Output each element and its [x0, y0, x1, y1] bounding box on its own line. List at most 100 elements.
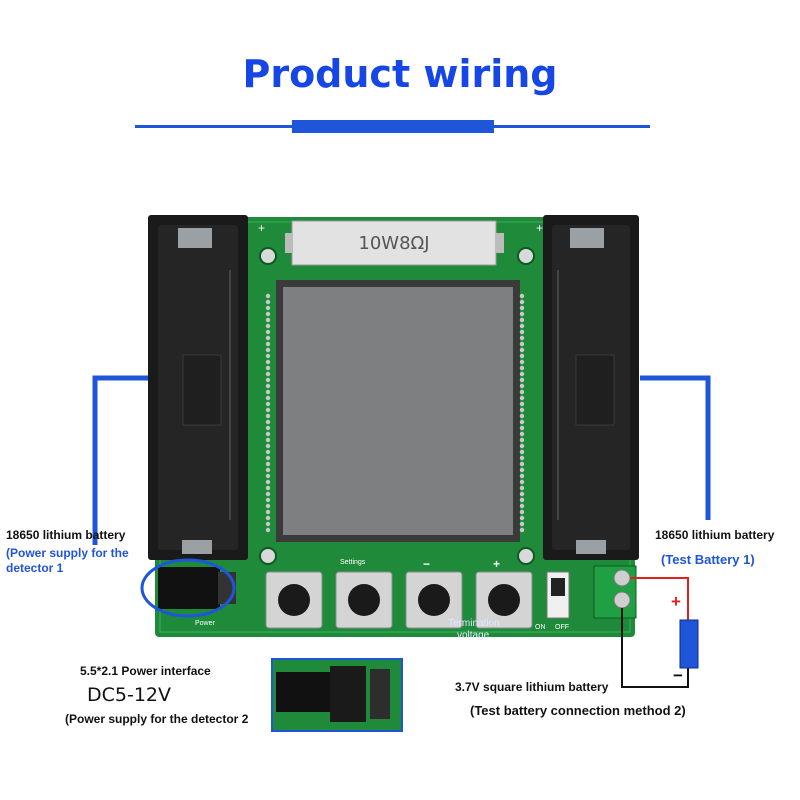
left-connector-line	[92, 375, 155, 545]
lcd-pin	[519, 491, 525, 497]
lcd-pin	[519, 353, 525, 359]
lcd-pin	[265, 299, 271, 305]
terminal-block	[593, 565, 637, 619]
lcd-pin	[519, 473, 525, 479]
lcd-pin	[265, 497, 271, 503]
polarity-minus: −	[673, 666, 683, 685]
lcd-pins	[265, 293, 525, 533]
power-resistor	[285, 220, 504, 266]
lcd-pin	[519, 293, 525, 299]
lcd-pin	[519, 515, 525, 521]
voltage-range-label: DC5-12V	[87, 684, 172, 706]
right-battery-sublabel: (Test Battery 1)	[661, 552, 755, 567]
lcd-pin	[519, 383, 525, 389]
lcd-pin	[265, 431, 271, 437]
lcd-pin	[519, 347, 525, 353]
svg-text:+: +	[536, 221, 543, 235]
lcd-pin	[265, 479, 271, 485]
left-battery-sublabel-1: (Power supply for the	[6, 546, 129, 560]
lcd-pin	[265, 323, 271, 329]
switch-off-label: OFF	[555, 624, 569, 631]
lcd-pin	[519, 311, 525, 317]
switch-on-label: ON	[535, 624, 546, 631]
power-jack-highlight	[140, 558, 236, 618]
lcd-pin	[519, 317, 525, 323]
lcd-pin	[519, 341, 525, 347]
button-1[interactable]	[265, 571, 323, 629]
lcd-pin	[519, 431, 525, 437]
settings-label: Settings	[340, 559, 366, 566]
left-battery-label: 18650 lithium battery	[6, 528, 126, 542]
polarity-plus: +	[671, 592, 681, 611]
lcd-pin	[265, 515, 271, 521]
lcd-pin	[265, 419, 271, 425]
lcd-display	[276, 280, 520, 542]
lcd-pin	[519, 335, 525, 341]
lcd-pin	[519, 401, 525, 407]
mounting-hole	[517, 247, 535, 265]
lcd-pin	[519, 413, 525, 419]
lcd-pin	[265, 401, 271, 407]
power-interface-label: 5.5*2.1 Power interface	[80, 664, 211, 678]
lcd-pin	[265, 317, 271, 323]
lcd-pin	[519, 377, 525, 383]
square-battery-sublabel: (Test battery connection method 2)	[470, 703, 686, 718]
button-3[interactable]	[405, 571, 463, 629]
button-2[interactable]	[335, 571, 393, 629]
lcd-pin	[519, 455, 525, 461]
positive-wire	[630, 577, 689, 620]
svg-text:+: +	[258, 221, 265, 235]
title-underline-accent	[292, 120, 494, 133]
negative-wire	[621, 608, 689, 688]
lcd-pin	[265, 341, 271, 347]
lcd-pin	[265, 395, 271, 401]
lcd-pin	[265, 443, 271, 449]
lcd-pin	[265, 455, 271, 461]
mounting-hole	[517, 547, 535, 565]
lcd-pin	[265, 527, 271, 533]
power-switch[interactable]	[546, 571, 570, 619]
termination-label: Termination	[448, 618, 500, 629]
lcd-pin	[265, 293, 271, 299]
lcd-pin	[519, 521, 525, 527]
lcd-pin	[265, 335, 271, 341]
inset-photo	[271, 658, 403, 732]
right-connector-line	[640, 375, 711, 520]
lcd-pin	[265, 461, 271, 467]
lcd-pin	[265, 383, 271, 389]
lcd-pin	[265, 449, 271, 455]
square-battery-label: 3.7V square lithium battery	[455, 680, 609, 694]
lcd-pin	[265, 485, 271, 491]
lcd-pin	[519, 461, 525, 467]
lcd-pin	[265, 365, 271, 371]
minus-silkscreen: −	[423, 557, 431, 571]
lcd-pin	[265, 377, 271, 383]
lcd-pin	[519, 467, 525, 473]
lcd-pin	[265, 521, 271, 527]
right-battery-holder	[543, 215, 639, 560]
power-interface-sublabel: (Power supply for the detector 2	[65, 712, 249, 726]
square-battery	[679, 619, 699, 669]
lcd-pin	[265, 353, 271, 359]
lcd-pin	[265, 359, 271, 365]
lcd-pin	[519, 395, 525, 401]
voltage-label: voltage	[457, 630, 490, 641]
lcd-pin	[519, 503, 525, 509]
page-title: Product wiring	[242, 52, 558, 96]
dc-power-jack	[158, 567, 236, 609]
button-4[interactable]	[475, 571, 533, 629]
lcd-pin	[265, 503, 271, 509]
lcd-pin	[265, 491, 271, 497]
resistor-label: 10W8ΩJ	[358, 233, 430, 254]
lcd-pin	[519, 329, 525, 335]
lcd-pin	[519, 371, 525, 377]
lcd-pin	[265, 437, 271, 443]
lcd-pin	[265, 425, 271, 431]
left-battery-sublabel-2: detector 1	[6, 561, 64, 575]
mounting-hole	[259, 247, 277, 265]
lcd-pin	[265, 347, 271, 353]
lcd-pin	[519, 407, 525, 413]
lcd-pin	[265, 413, 271, 419]
lcd-pin	[519, 389, 525, 395]
